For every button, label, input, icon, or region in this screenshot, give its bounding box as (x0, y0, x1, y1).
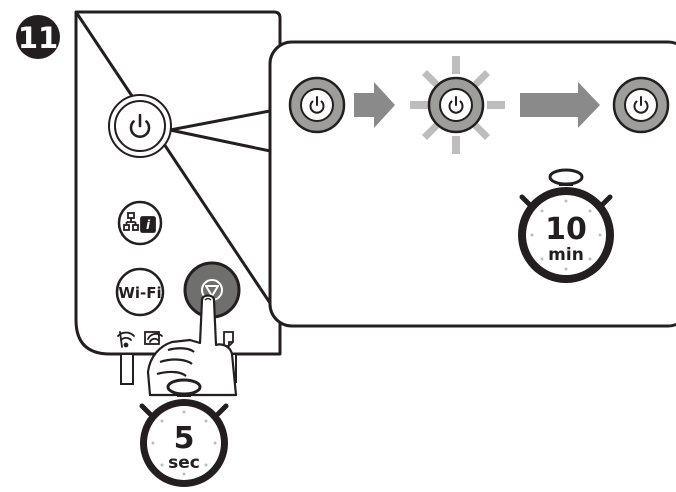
network-status-icon: i (123, 212, 156, 233)
step-badge: 11 (16, 15, 60, 59)
power-light-on-end (612, 76, 670, 134)
power-icon (448, 96, 464, 114)
paper-status-icon (223, 331, 234, 347)
power-light-on-start (288, 76, 346, 134)
status-indicators (117, 331, 234, 348)
stopwatch-5-sec: 5 sec (139, 378, 229, 487)
network-button[interactable]: i (117, 200, 163, 246)
wifi-direct-status-icon (144, 331, 163, 345)
svg-text:i: i (146, 218, 151, 232)
stopwatch-value: 10 (545, 212, 587, 247)
step-number: 11 (18, 21, 58, 55)
flash-rays (410, 56, 505, 154)
finger-pointing-icon (146, 294, 238, 397)
callout-line-top (169, 108, 276, 132)
stopwatch-10-min: 10 min (518, 168, 614, 283)
stopwatch-unit: min (548, 245, 584, 265)
stopwatch-unit: sec (168, 453, 200, 473)
power-light-flashing (410, 56, 505, 154)
right-arrow-icon (520, 82, 600, 128)
right-arrow-icon (354, 82, 395, 128)
wifi-status-icon (117, 331, 135, 348)
power-button[interactable] (108, 94, 172, 158)
power-icon (309, 96, 325, 114)
wifi-button[interactable]: Wi-Fi (115, 267, 165, 317)
stopwatch-value: 5 (174, 421, 195, 456)
callout-line-bottom (169, 128, 276, 154)
wifi-button-label: Wi-Fi (118, 284, 161, 302)
power-icon (633, 96, 649, 114)
control-panel (74, 10, 282, 385)
power-icon (129, 113, 151, 138)
